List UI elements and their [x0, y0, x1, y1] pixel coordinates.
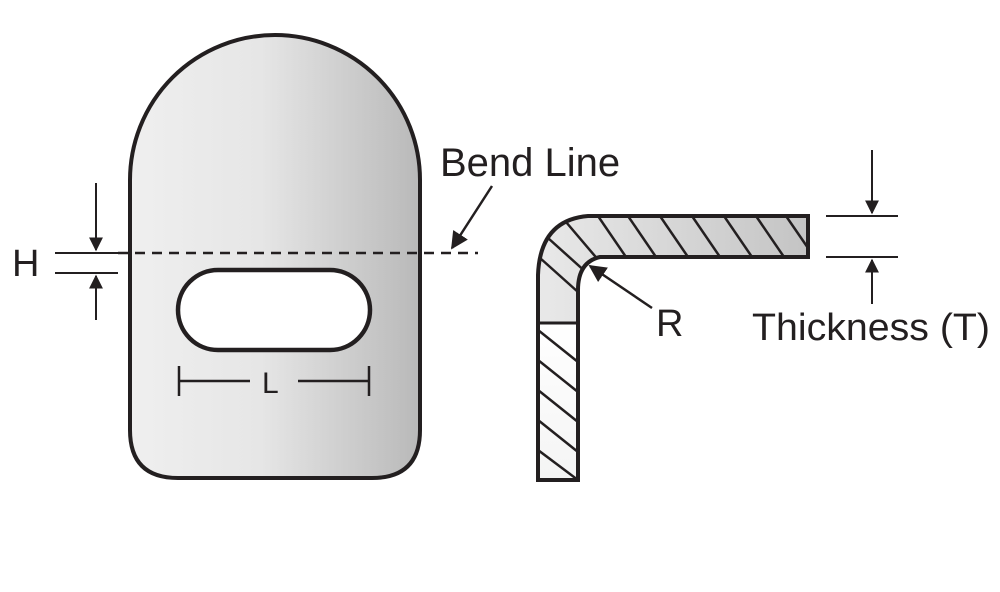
radius-label: R: [656, 303, 683, 345]
profile-outline: [536, 214, 810, 482]
thickness-dimension: Thickness (T): [752, 150, 990, 349]
flat-tab: [118, 33, 478, 480]
bend-line-label: Bend Line: [440, 141, 620, 185]
height-dimension: H: [12, 183, 118, 320]
tab-outline: [128, 33, 422, 480]
bend-line-leader: [450, 185, 494, 250]
slot-hole: [175, 267, 373, 353]
bend-line-callout: Bend Line: [440, 141, 620, 250]
radius-leader: [588, 264, 653, 310]
bent-profile: [536, 214, 810, 482]
length-label: L: [262, 367, 279, 400]
radius-callout: R: [588, 264, 683, 345]
height-label: H: [12, 243, 39, 285]
thickness-label: Thickness (T): [752, 307, 990, 349]
length-dimension: L: [177, 366, 371, 400]
flange-section: [538, 216, 808, 323]
